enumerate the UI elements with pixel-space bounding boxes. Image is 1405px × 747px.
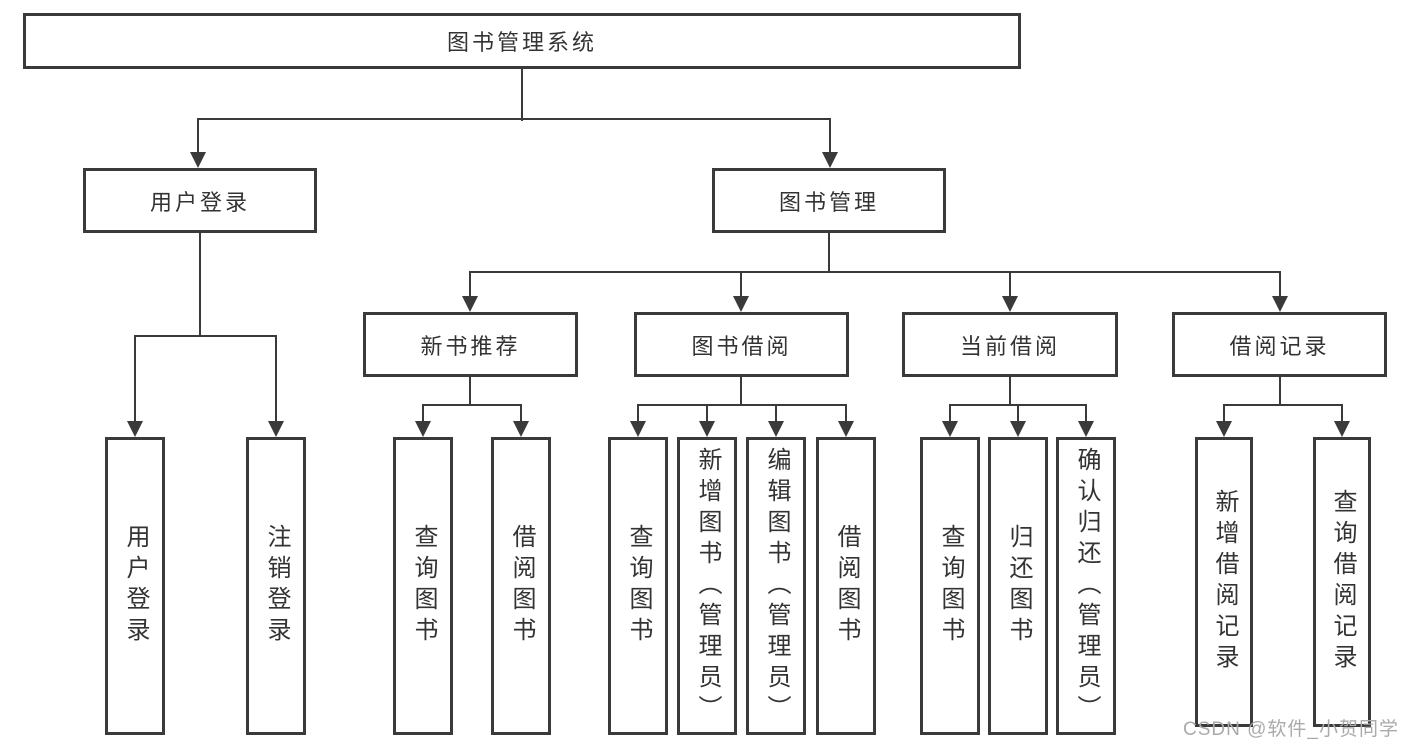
arrow-head-icon (1010, 421, 1026, 437)
connector-line (469, 377, 471, 406)
arrow-head-icon (513, 421, 529, 437)
arrow-stem (775, 405, 777, 422)
arrow-stem (949, 405, 951, 422)
connector-line (1223, 404, 1343, 406)
arrow-head-icon (415, 421, 431, 437)
arrow-head-icon (822, 152, 838, 168)
connector-arrow (190, 119, 206, 168)
arrow-head-icon (1216, 421, 1232, 437)
arrow-head-icon (630, 421, 646, 437)
node-query-borrow-record: 查询借阅记录 (1313, 437, 1371, 727)
node-borrowing-records: 借阅记录 (1172, 312, 1387, 377)
connector-arrow (1010, 405, 1026, 437)
arrow-stem (1009, 272, 1011, 297)
connector-line (1279, 377, 1281, 406)
arrow-stem (275, 336, 277, 422)
node-user-login-action: 用户登录 (105, 437, 165, 735)
node-borrow-book-1: 借阅图书 (491, 437, 551, 735)
arrow-stem (1017, 405, 1019, 422)
connector-arrow (1334, 405, 1350, 437)
node-borrow-book-2: 借阅图书 (816, 437, 876, 735)
connector-arrow (768, 405, 784, 437)
arrow-head-icon (733, 296, 749, 312)
connector-line (637, 404, 847, 406)
arrow-head-icon (1334, 421, 1350, 437)
node-add-borrow-record: 新增借阅记录 (1195, 437, 1253, 727)
node-add-book-admin: 新增图书（管理员） (677, 437, 737, 735)
arrow-head-icon (462, 296, 478, 312)
connector-arrow (268, 336, 284, 437)
connector-arrow (838, 405, 854, 437)
connector-line (422, 404, 522, 406)
connector-arrow (630, 405, 646, 437)
connector-arrow (1272, 272, 1288, 312)
node-edit-book-admin: 编辑图书（管理员） (746, 437, 806, 735)
node-logout-action: 注销登录 (246, 437, 306, 735)
node-confirm-return-admin: 确认归还（管理员） (1056, 437, 1116, 735)
arrow-head-icon (768, 421, 784, 437)
arrow-head-icon (942, 421, 958, 437)
arrow-stem (706, 405, 708, 422)
connector-line (134, 335, 277, 337)
arrow-stem (469, 272, 471, 297)
node-book-borrowing: 图书借阅 (634, 312, 849, 377)
node-query-book-1: 查询图书 (393, 437, 453, 735)
connector-line (469, 271, 1281, 273)
connector-arrow (1002, 272, 1018, 312)
connector-arrow (127, 336, 143, 437)
connector-arrow (1216, 405, 1232, 437)
connector-line (1009, 377, 1011, 406)
connector-line (740, 377, 742, 406)
connector-arrow (415, 405, 431, 437)
arrow-stem (197, 119, 199, 153)
arrow-head-icon (838, 421, 854, 437)
arrow-head-icon (268, 421, 284, 437)
arrow-head-icon (699, 421, 715, 437)
arrow-head-icon (190, 152, 206, 168)
arrow-head-icon (1002, 296, 1018, 312)
node-book-management: 图书管理 (712, 168, 946, 233)
arrow-head-icon (127, 421, 143, 437)
arrow-stem (1341, 405, 1343, 422)
connector-line (521, 69, 523, 121)
arrow-stem (1279, 272, 1281, 297)
arrow-stem (740, 272, 742, 297)
node-query-book-3: 查询图书 (920, 437, 980, 735)
arrow-stem (422, 405, 424, 422)
connector-arrow (733, 272, 749, 312)
connector-arrow (942, 405, 958, 437)
connector-line (197, 118, 831, 120)
node-query-book-2: 查询图书 (608, 437, 668, 735)
arrow-stem (829, 119, 831, 153)
connector-arrow (822, 119, 838, 168)
arrow-stem (1223, 405, 1225, 422)
connector-arrow (462, 272, 478, 312)
arrow-stem (1085, 405, 1087, 422)
arrow-stem (520, 405, 522, 422)
arrow-stem (845, 405, 847, 422)
node-root: 图书管理系统 (23, 13, 1021, 69)
watermark: CSDN @软件_小贺同学 (1183, 719, 1399, 740)
arrow-head-icon (1272, 296, 1288, 312)
connector-arrow (513, 405, 529, 437)
connector-arrow (699, 405, 715, 437)
connector-line (828, 233, 830, 273)
node-current-borrowing: 当前借阅 (902, 312, 1118, 377)
node-new-book-recommend: 新书推荐 (363, 312, 578, 377)
connector-arrow (1078, 405, 1094, 437)
node-user-login: 用户登录 (83, 168, 317, 233)
connector-line (199, 233, 201, 337)
node-return-book: 归还图书 (988, 437, 1048, 735)
arrow-stem (134, 336, 136, 422)
arrow-head-icon (1078, 421, 1094, 437)
arrow-stem (637, 405, 639, 422)
